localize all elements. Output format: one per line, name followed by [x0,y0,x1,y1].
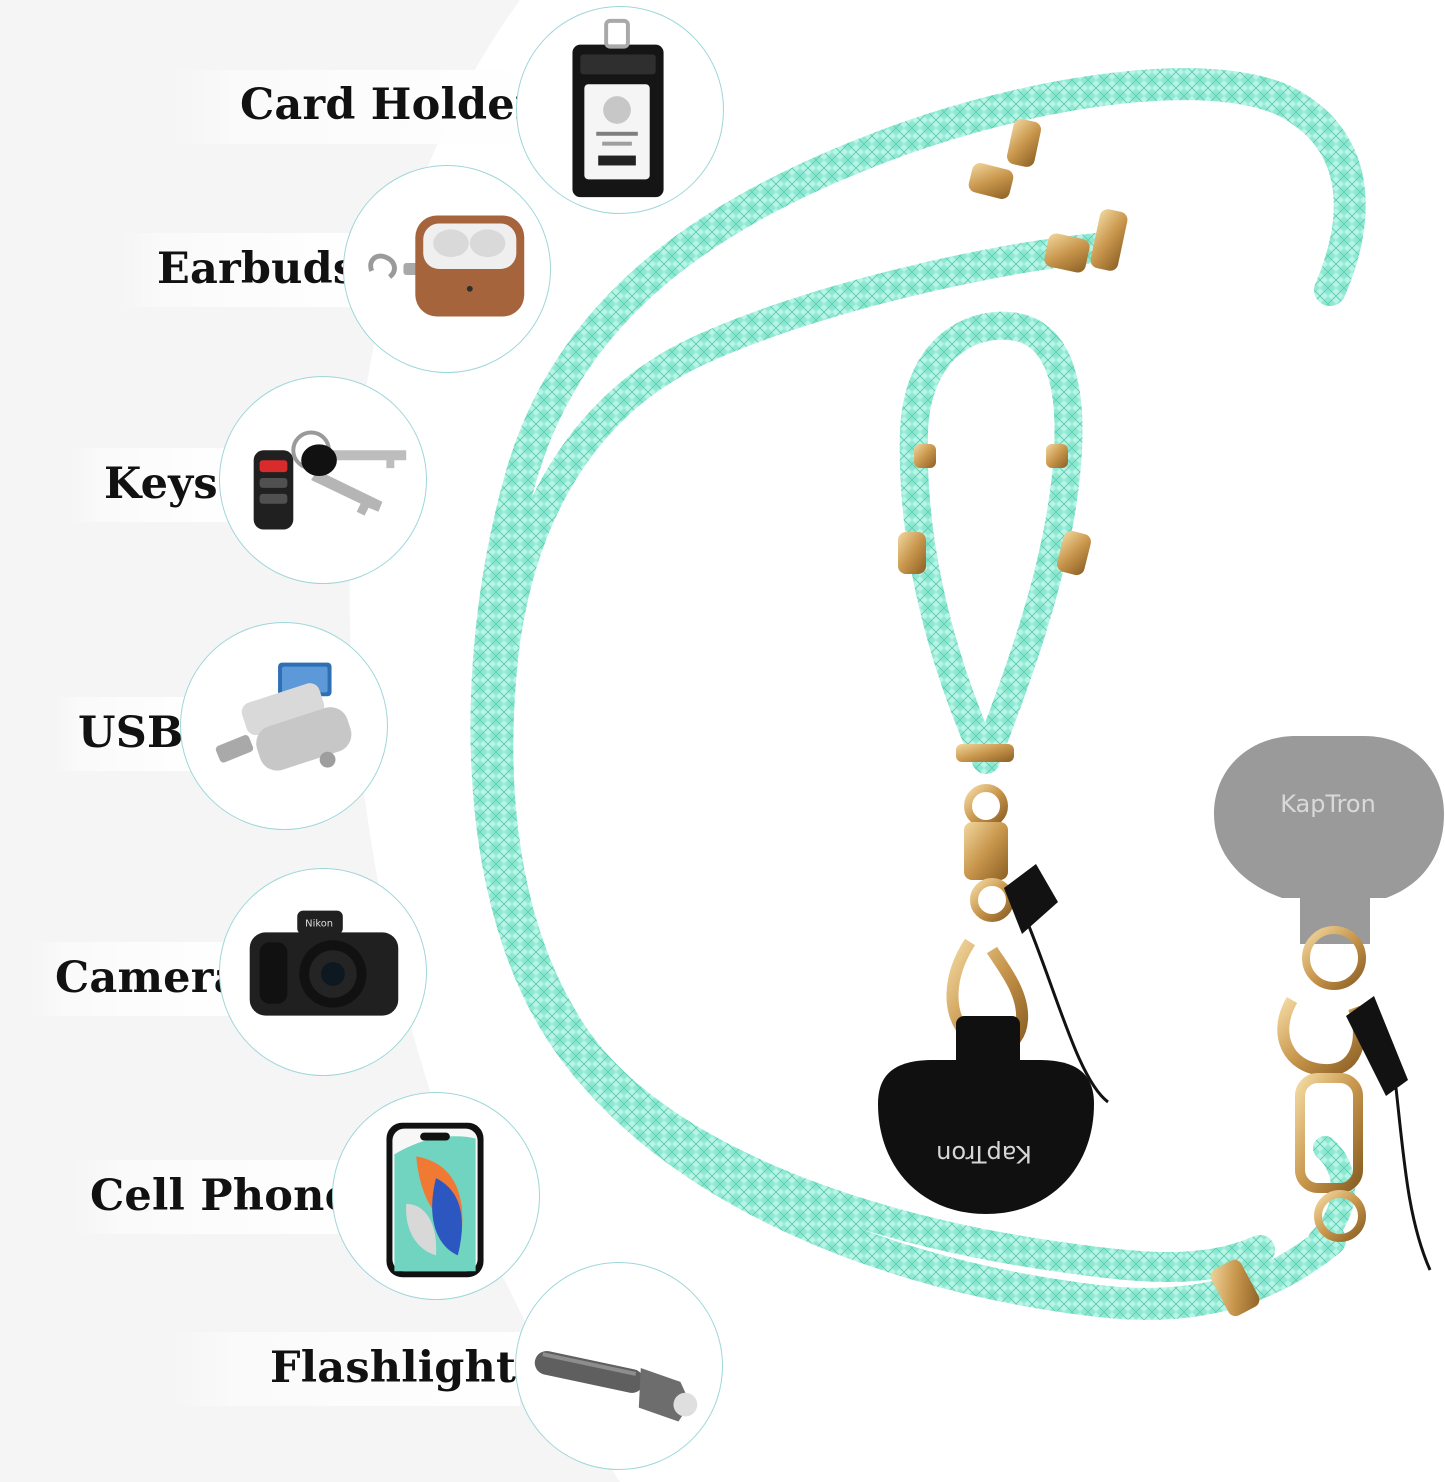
right-clasp-hardware [1277,926,1432,1271]
wrist-strap-gold-stoppers [898,444,1091,762]
flashlight-label-band [170,1332,520,1406]
card-holder-icon [572,18,664,198]
camera-label-band [30,942,230,1016]
black-tab-brand-text: KapTron [936,1140,1032,1168]
camera-icon: Nikon [249,910,399,1016]
camera-bubble: Nikon [219,868,427,1076]
keys-bubble [219,376,427,584]
camera-brand-text: Nikon [305,918,333,929]
cell-phone-bubble [332,1092,540,1300]
cell-phone-label: Cell Phone [90,1171,353,1221]
keys-label-band [70,448,230,522]
card-holder-label-band [170,70,530,144]
usb-label-band [55,697,195,771]
usb-drive-icon [215,662,352,771]
card-holder-bubble [516,6,724,214]
flashlight-bubble [515,1262,723,1470]
long-lanyard-cord-inner [483,233,1275,1282]
cell-phone-label-band [70,1160,350,1234]
wrist-strap-cord-left [899,311,1083,774]
earbuds-label-band [120,233,360,307]
flashlight-icon [534,1350,698,1422]
camera-label: Camera [55,953,242,1003]
cell-phone-icon [386,1122,484,1278]
top-gold-stoppers [968,119,1260,1317]
earbuds-case-icon [368,215,525,317]
black-phone-tab: KapTron [878,1016,1094,1214]
earbuds-label: Earbuds [157,244,358,294]
keys-icon [253,430,407,530]
card-holder-label: Card Holder [240,80,538,130]
gray-tab-brand-text: KapTron [1280,790,1376,818]
usb-label: USB [78,708,184,758]
earbuds-bubble [343,165,551,373]
flashlight-label: Flashlight [270,1343,517,1393]
gray-phone-tab: KapTron [1214,736,1444,944]
keys-label: Keys [104,459,218,509]
usb-bubble [180,622,388,830]
long-lanyard-cord-outer [470,68,1366,1320]
